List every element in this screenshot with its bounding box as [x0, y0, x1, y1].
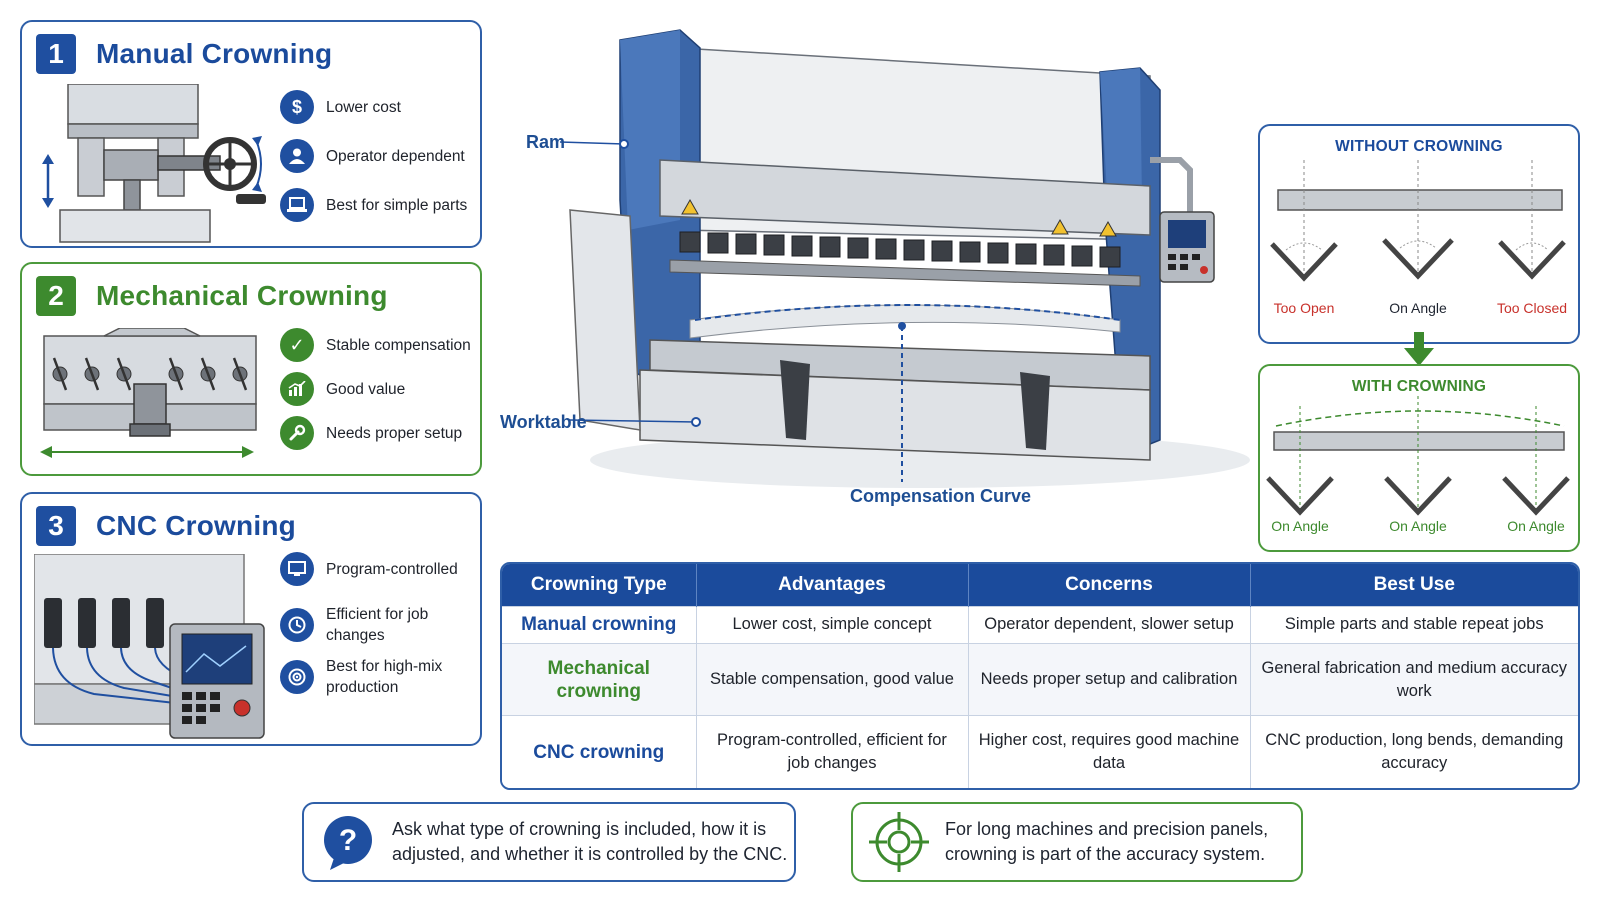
card-title: CNC Crowning: [96, 510, 296, 541]
feature-item: Operator dependent: [280, 139, 490, 173]
question-note: ? Ask what type of crowning is included,…: [302, 802, 796, 882]
row-advantages: Program-controlled, efficient for job ch…: [696, 715, 969, 788]
feature-item: Efficient for job changes: [280, 604, 490, 646]
with-crowning-panel: WITH CROWNING On Angle On Angle On Angle: [1258, 364, 1580, 552]
table-row: Mechanical crowning Stable compensation,…: [502, 642, 1578, 716]
feature-item: Good value: [280, 372, 490, 406]
ram-label: Ram: [526, 132, 566, 152]
cnc-crowning-illustration: [34, 554, 265, 739]
question-bubble-icon: ?: [324, 816, 372, 870]
chart-icon: [280, 372, 314, 406]
feature-label: Needs proper setup: [326, 424, 463, 442]
mechanical-crowning-illustration: [40, 328, 257, 458]
card-number: 3: [36, 506, 76, 546]
without-crowning-diagram: [1270, 160, 1566, 282]
svg-text:?: ?: [339, 824, 357, 857]
panel-title: WITHOUT CROWNING: [1335, 138, 1503, 155]
table-row: CNC crowning Program-controlled, efficie…: [502, 715, 1578, 788]
accuracy-note-text: For long machines and precision panels, …: [945, 819, 1269, 864]
feature-label: Best for simple parts: [326, 196, 468, 214]
feature-label: Lower cost: [326, 98, 401, 116]
header-crowning-type: Crowning Type: [502, 564, 697, 606]
comparison-table: Crowning Type Advantages Concerns Best U…: [500, 562, 1580, 790]
question-note-text: Ask what type of crowning is included, h…: [392, 819, 788, 864]
on-angle-label: On Angle: [1507, 518, 1565, 534]
card-manual-crowning: 1 Manual Crowning $ Lower cost Op: [20, 20, 482, 248]
worktable-label: Worktable: [500, 412, 587, 432]
feature-item: $ Lower cost: [280, 90, 490, 124]
row-type: CNC crowning: [502, 715, 697, 788]
header-best-use: Best Use: [1250, 564, 1578, 606]
row-advantages: Stable compensation, good value: [696, 642, 969, 716]
feature-item: Needs proper setup: [280, 416, 490, 450]
row-best-use: General fabrication and medium accuracy …: [1250, 642, 1578, 716]
too-open-label: Too Open: [1273, 300, 1335, 316]
monitor-icon: [280, 552, 314, 586]
row-concerns: Needs proper setup and calibration: [968, 642, 1251, 716]
press-brake-illustration: [560, 29, 1250, 488]
target-icon: [280, 660, 314, 694]
on-angle-label: On Angle: [1271, 518, 1329, 534]
compensation-curve-label: Compensation Curve: [850, 486, 1032, 506]
feature-item: Best for high-mix production: [280, 656, 490, 698]
card-header: 2 Mechanical Crowning: [36, 276, 388, 316]
without-crowning-panel: WITHOUT CROWNING Too Open On Angle Too C…: [1258, 124, 1580, 344]
feature-item: Best for simple parts: [280, 188, 490, 222]
on-angle-label: On Angle: [1389, 518, 1447, 534]
table-row: Manual crowning Lower cost, simple conce…: [502, 605, 1578, 644]
card-header: 3 CNC Crowning: [36, 506, 296, 546]
manual-crowning-illustration: [42, 84, 266, 243]
feature-label: Best for high-mix production: [326, 658, 443, 696]
card-mechanical-crowning: 2 Mechanical Crowning ✓ Stable compensat…: [20, 262, 482, 476]
row-best-use: CNC production, long bends, demanding ac…: [1250, 715, 1578, 788]
card-header: 1 Manual Crowning: [36, 34, 332, 74]
row-concerns: Operator dependent, slower setup: [968, 605, 1251, 644]
card-title: Manual Crowning: [96, 38, 333, 69]
feature-label: Operator dependent: [326, 147, 465, 165]
row-best-use: Simple parts and stable repeat jobs: [1250, 605, 1578, 644]
feature-label: Stable compensation: [326, 336, 471, 354]
clock-icon: [280, 608, 314, 642]
row-advantages: Lower cost, simple concept: [696, 605, 969, 644]
row-type: Manual crowning: [502, 605, 697, 644]
panel-title: WITH CROWNING: [1351, 378, 1487, 395]
feature-item: Program-controlled: [280, 552, 490, 586]
laptop-icon: [280, 188, 314, 222]
card-title: Mechanical Crowning: [96, 280, 388, 311]
user-icon: [280, 139, 314, 173]
header-advantages: Advantages: [696, 564, 969, 606]
feature-label: Good value: [326, 380, 406, 398]
row-type: Mechanical crowning: [502, 642, 697, 716]
wrench-icon: [280, 416, 314, 450]
dollar-icon: $: [280, 90, 314, 124]
accuracy-note: For long machines and precision panels, …: [851, 802, 1303, 882]
feature-item: ✓ Stable compensation: [280, 328, 490, 362]
table-header-row: Crowning Type Advantages Concerns Best U…: [502, 564, 1578, 606]
card-cnc-crowning: 3 CNC Crowning Program-cont: [20, 492, 482, 746]
on-angle-label: On Angle: [1389, 300, 1447, 316]
card-number: 1: [36, 34, 76, 74]
header-concerns: Concerns: [968, 564, 1251, 606]
row-concerns: Higher cost, requires good machine data: [968, 715, 1251, 788]
card-number: 2: [36, 276, 76, 316]
with-crowning-diagram: [1266, 396, 1570, 516]
feature-label: Program-controlled: [326, 560, 458, 578]
too-closed-label: Too Closed: [1496, 300, 1568, 316]
crosshair-icon: [869, 812, 929, 872]
feature-label: Efficient for job changes: [326, 606, 429, 644]
down-arrow-icon: [1404, 332, 1434, 366]
check-shield-icon: ✓: [280, 328, 314, 362]
